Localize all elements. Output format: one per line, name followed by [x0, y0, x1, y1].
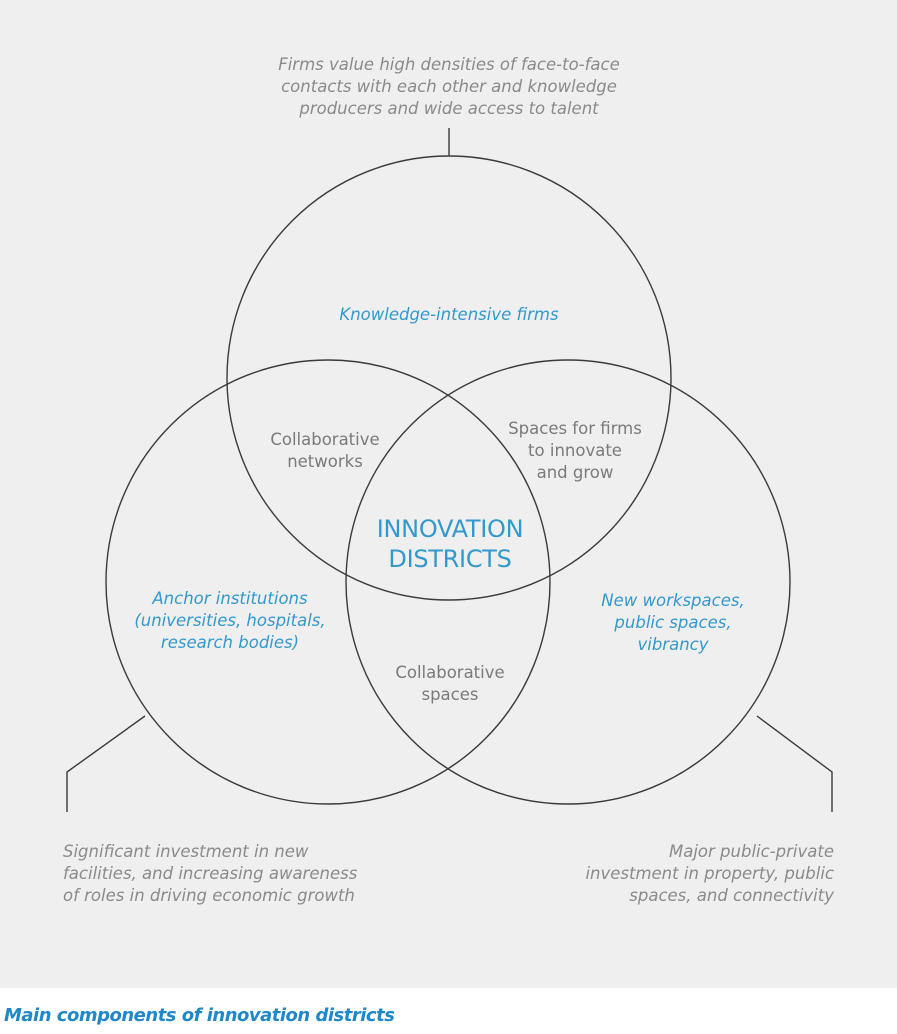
venn-diagram	[66, 128, 833, 812]
anchor-institutions-label: Anchor institutions (universities, hospi…	[134, 589, 326, 652]
figure-caption: Main components of innovation districts	[4, 1005, 395, 1026]
bottom-right-note: Major public-private investment in prope…	[585, 842, 834, 905]
collaborative-networks-label: Collaborative networks	[270, 430, 380, 471]
bottom-right-connector-line	[756, 715, 833, 812]
collaborative-spaces-label: Collaborative spaces	[395, 663, 505, 704]
bottom-left-connector-line	[66, 715, 146, 812]
knowledge-firms-label: Knowledge-intensive firms	[339, 305, 559, 324]
innovation-districts-label: INNOVATION DISTRICTS	[376, 515, 524, 573]
new-workspaces-label: New workspaces, public spaces, vibrancy	[601, 591, 745, 654]
spaces-for-firms-label: Spaces for firms to innovate and grow	[508, 419, 642, 482]
circle-anchor-institutions	[105, 359, 551, 805]
diagram-panel	[0, 0, 897, 988]
top-note: Firms value high densities of face-to-fa…	[278, 55, 620, 118]
bottom-left-note: Significant investment in new facilities…	[63, 842, 358, 905]
circle-new-workspaces	[345, 359, 791, 805]
